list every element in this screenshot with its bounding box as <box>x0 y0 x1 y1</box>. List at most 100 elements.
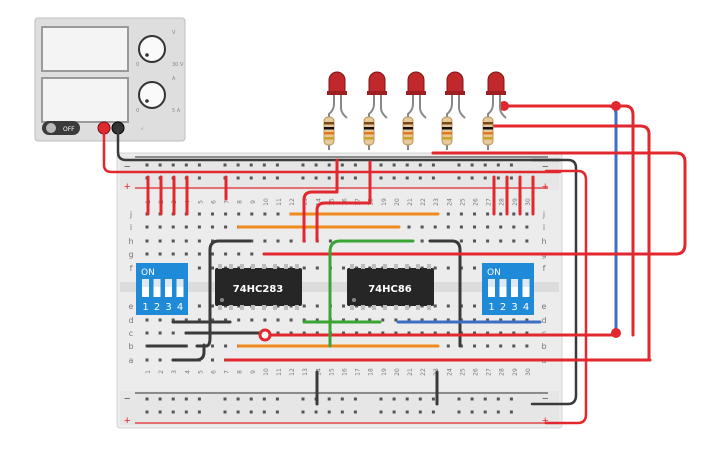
breadboard-hole[interactable] <box>315 304 319 308</box>
breadboard-hole[interactable] <box>184 239 188 243</box>
ground-rail-bridge[interactable] <box>530 158 578 406</box>
breadboard-hole[interactable] <box>171 331 175 335</box>
rail-hole[interactable] <box>392 410 396 414</box>
breadboard-hole[interactable] <box>420 318 424 322</box>
rail-hole[interactable] <box>223 163 227 167</box>
breadboard-hole[interactable] <box>368 331 372 335</box>
dip-toggle-slot[interactable] <box>511 279 518 297</box>
rail-hole[interactable] <box>470 163 474 167</box>
breadboard-hole[interactable] <box>525 344 529 348</box>
breadboard-hole[interactable] <box>145 239 149 243</box>
breadboard-hole[interactable] <box>158 358 162 362</box>
breadboard-hole[interactable] <box>512 212 516 216</box>
breadboard-hole[interactable] <box>512 344 516 348</box>
breadboard-hole[interactable] <box>525 212 529 216</box>
green-wire-upper[interactable] <box>328 239 415 348</box>
breadboard-hole[interactable] <box>263 318 267 322</box>
rail-hole[interactable] <box>301 410 305 414</box>
breadboard-hole[interactable] <box>342 331 345 335</box>
breadboard-hole[interactable] <box>184 225 188 229</box>
breadboard-hole[interactable] <box>446 318 450 322</box>
rail-hole[interactable] <box>197 397 201 401</box>
dip-toggle-knob[interactable] <box>499 279 507 287</box>
breadboard-hole[interactable] <box>499 318 503 322</box>
led1-wire[interactable] <box>302 158 339 243</box>
power-supply[interactable]: V 30 V 0 A 5 A 0 OFF ⚡ <box>34 17 186 142</box>
breadboard-hole[interactable] <box>145 358 149 362</box>
led4-output-wire[interactable] <box>488 124 651 362</box>
rail-hole[interactable] <box>392 397 396 401</box>
rail-hole[interactable] <box>379 163 383 167</box>
rail-hole[interactable] <box>249 163 253 167</box>
breadboard-hole[interactable] <box>499 239 503 243</box>
rail-hole[interactable] <box>457 397 461 401</box>
dip-toggle-knob[interactable] <box>153 279 161 287</box>
breadboard-hole[interactable] <box>197 304 201 308</box>
breadboard-hole[interactable] <box>289 318 293 322</box>
rail-hole[interactable] <box>379 397 383 401</box>
breadboard-hole[interactable] <box>211 239 214 243</box>
rail-hole[interactable] <box>509 176 513 180</box>
rail-hole[interactable] <box>418 410 422 414</box>
breadboard-hole[interactable] <box>342 318 345 322</box>
breadboard-hole[interactable] <box>342 304 345 308</box>
dip-toggle-slot[interactable] <box>176 279 184 297</box>
breadboard-hole[interactable] <box>250 318 254 322</box>
breadboard-hole[interactable] <box>499 344 503 348</box>
breadboard-hole[interactable] <box>473 318 476 322</box>
breadboard-hole[interactable] <box>145 252 149 256</box>
rail-hole[interactable] <box>379 410 383 414</box>
wire-endpoint-right-top[interactable] <box>611 101 621 111</box>
rail-hole[interactable] <box>314 163 318 167</box>
breadboard-hole[interactable] <box>145 225 149 229</box>
rail-hole[interactable] <box>483 163 487 167</box>
resistor[interactable] <box>402 116 414 146</box>
power-rail-bridge[interactable] <box>544 169 588 425</box>
rail-hole[interactable] <box>431 163 435 167</box>
breadboard-hole[interactable] <box>197 252 201 256</box>
breadboard-hole[interactable] <box>525 239 529 243</box>
breadboard-hole[interactable] <box>407 331 411 335</box>
dip-toggle-slot[interactable] <box>499 279 507 297</box>
rail-hole[interactable] <box>340 410 344 414</box>
breadboard-hole[interactable] <box>446 331 450 335</box>
rail-hole[interactable] <box>353 176 357 180</box>
breadboard-hole[interactable] <box>250 212 254 216</box>
rail-hole[interactable] <box>314 176 318 180</box>
rail-hole[interactable] <box>327 176 331 180</box>
breadboard-hole[interactable] <box>197 239 201 243</box>
breadboard-hole[interactable] <box>171 239 175 243</box>
breadboard-hole[interactable] <box>420 225 424 229</box>
rail-hole[interactable] <box>275 410 279 414</box>
rail-hole[interactable] <box>197 176 201 180</box>
breadboard-hole[interactable] <box>237 212 241 216</box>
breadboard-hole[interactable] <box>512 239 516 243</box>
breadboard-hole[interactable] <box>328 239 332 243</box>
breadboard-hole[interactable] <box>224 225 228 229</box>
breadboard-hole[interactable] <box>224 212 228 216</box>
rail-hole[interactable] <box>457 163 461 167</box>
breadboard-hole[interactable] <box>486 318 490 322</box>
rail-hole[interactable] <box>249 176 253 180</box>
rail-hole[interactable] <box>353 163 357 167</box>
breadboard-hole[interactable] <box>420 239 424 243</box>
left-rail-jumpers[interactable] <box>146 175 189 216</box>
dip-toggle-slot[interactable] <box>142 279 149 297</box>
breadboard-hole[interactable] <box>499 225 503 229</box>
rail-hole[interactable] <box>301 176 305 180</box>
dip-toggle-slot[interactable] <box>165 279 172 297</box>
breadboard-hole[interactable] <box>459 212 463 216</box>
black-wire-left-link[interactable] <box>195 298 212 348</box>
breadboard-hole[interactable] <box>276 331 280 335</box>
breadboard-hole[interactable] <box>433 225 437 229</box>
dip-toggle-slot[interactable] <box>153 279 161 297</box>
rail-hole[interactable] <box>314 410 318 414</box>
rail-hole[interactable] <box>275 176 279 180</box>
rail-hole[interactable] <box>509 410 513 414</box>
resistor[interactable] <box>323 116 335 146</box>
rail-hole[interactable] <box>158 163 162 167</box>
breadboard-hole[interactable] <box>473 344 476 348</box>
rail-hole[interactable] <box>496 176 500 180</box>
voltage-knob[interactable] <box>138 35 166 63</box>
breadboard-hole[interactable] <box>486 212 490 216</box>
